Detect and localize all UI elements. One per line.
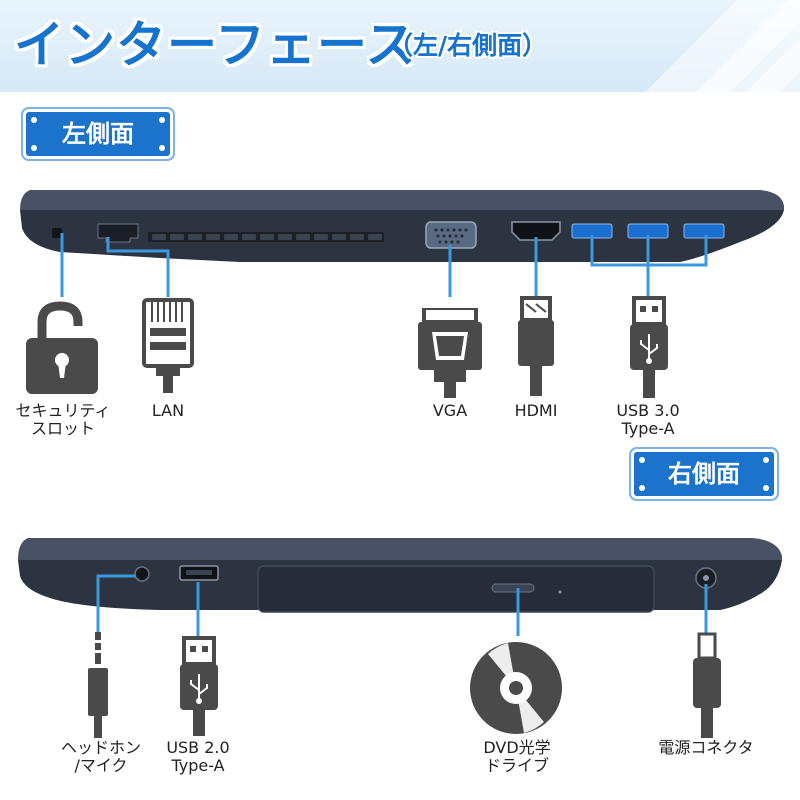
dvd-label-line1: DVD光学 [483,738,551,757]
vga-plug-icon [418,308,482,398]
dvd-label-line2: ドライブ [484,756,549,775]
right-side-leader-lines [96,574,708,636]
security-slot-label: セキュリティ スロット [8,402,118,438]
usb3-label: USB 3.0 Type-A [598,402,698,438]
left-side-leader-lines [60,233,708,297]
vga-label-line1: VGA [432,401,468,420]
lan-label: LAN [128,402,208,420]
right-side-badge: 右側面 [634,452,774,496]
security-slot-label-line1: セキュリティ [15,401,111,420]
left-side-badge: 左側面 [26,112,170,156]
header-banner [0,0,800,92]
headphone-label-line1: ヘッドホン [60,738,141,757]
ethernet-plug-icon [142,298,194,393]
dvd-label: DVD光学 ドライブ [462,739,572,775]
right-side-badge-label: 右側面 [668,460,740,488]
usb2-label: USB 2.0 Type-A [148,739,248,775]
hdmi-label-line1: HDMI [514,401,558,420]
security-slot-label-line2: スロット [30,419,95,438]
left-side-badge-label: 左側面 [62,120,134,148]
power-label: 電源コネクタ [646,739,766,757]
usb3-label-line1: USB 3.0 [616,401,680,420]
padlock-icon [26,301,98,394]
page-title: インターフェース [14,16,417,74]
power-plug-icon [693,632,721,738]
usb2-label-line2: Type-A [171,756,225,775]
laptop-right-side [18,538,782,613]
usb2-label-line1: USB 2.0 [166,738,230,757]
headphone-label-line2: /マイク [74,756,128,775]
usb-plug-icon [180,636,218,736]
page-subtitle: （左/右側面） [388,31,548,60]
hdmi-plug-icon [518,296,554,396]
power-label-line1: 電源コネクタ [658,738,754,757]
headphone-label: ヘッドホン /マイク [46,739,156,775]
usb3-label-line2: Type-A [621,419,675,438]
usb-plug-icon [630,296,668,398]
audio-jack-icon [88,632,108,738]
vga-label: VGA [410,402,490,420]
hdmi-label: HDMI [496,402,576,420]
disc-icon [470,642,562,734]
lan-label-line1: LAN [151,401,185,420]
